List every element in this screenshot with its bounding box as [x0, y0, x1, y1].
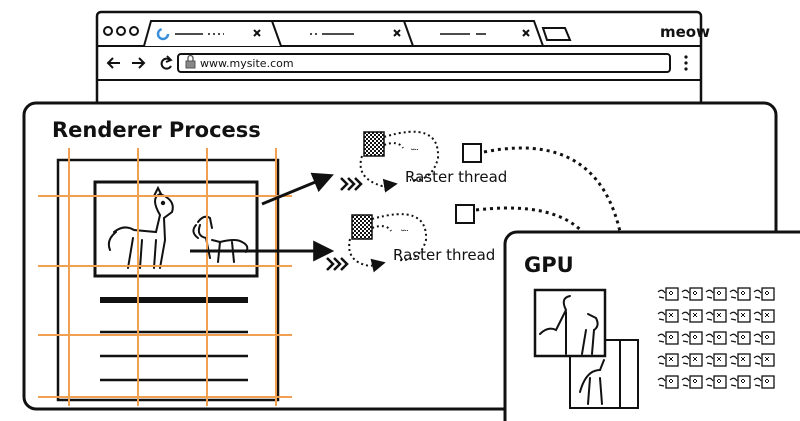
raster-tile-icon	[681, 375, 703, 389]
raster-tile-icon	[657, 309, 679, 323]
raster-tile-icon	[657, 331, 679, 345]
window-control-icon[interactable]	[103, 26, 139, 36]
raster-tile-icon	[681, 287, 703, 301]
page-layout	[56, 158, 280, 402]
gpu-tile-grid	[657, 287, 775, 389]
forward-arrow-icon[interactable]	[132, 57, 146, 69]
tab-1[interactable]	[143, 20, 282, 47]
raster-tile-icon	[729, 287, 751, 301]
raster-output-square	[455, 204, 475, 224]
tile-arrow	[261, 172, 334, 206]
renderer-title: Renderer Process	[52, 118, 261, 142]
menu-dots-icon[interactable]	[684, 55, 688, 71]
close-icon[interactable]	[253, 29, 261, 37]
raster-thread-2: ˘ ̈ Raster thread	[326, 204, 495, 273]
raster-thread-label: Raster thread	[393, 246, 495, 264]
new-tab-button[interactable]	[541, 27, 572, 41]
raster-tile-icon	[681, 331, 703, 345]
reload-icon[interactable]	[160, 55, 173, 70]
raster-tile-icon	[753, 287, 775, 301]
lock-icon	[185, 54, 196, 69]
raster-tile-icon	[705, 287, 727, 301]
raster-tile-icon	[753, 331, 775, 345]
raster-tile-icon	[705, 353, 727, 367]
browser-brand: meow	[660, 23, 710, 41]
gpu-title: GPU	[524, 253, 574, 277]
raster-tile-icon	[729, 353, 751, 367]
raster-tile-icon	[729, 331, 751, 345]
raster-tile-icon	[657, 287, 679, 301]
raster-output-square	[462, 143, 482, 163]
address-url: www.mysite.com	[200, 57, 294, 70]
tile-bitmap-icon	[351, 214, 373, 240]
raster-tile-icon	[681, 353, 703, 367]
raster-tile-icon	[657, 353, 679, 367]
tile-grid-lines	[38, 148, 292, 406]
svg-text:˘ ̈: ˘ ̈	[410, 147, 419, 160]
thread-chevrons-icon	[326, 257, 349, 271]
close-icon[interactable]	[393, 29, 401, 37]
raster-tile-icon	[705, 309, 727, 323]
close-icon[interactable]	[522, 29, 530, 37]
tile-bitmap-icon	[363, 131, 385, 157]
raster-tile-icon	[753, 353, 775, 367]
raster-thread-label: Raster thread	[405, 168, 507, 186]
raster-tile-icon	[657, 375, 679, 389]
raster-tile-icon	[753, 309, 775, 323]
raster-tile-icon	[729, 309, 751, 323]
browser-window: meow www.mysite.com	[95, 10, 710, 124]
horse-illustration	[107, 185, 174, 269]
gpu-tile-front	[533, 288, 607, 358]
back-arrow-icon[interactable]	[106, 57, 120, 69]
raster-tile-icon	[705, 331, 727, 345]
raster-tile-icon	[681, 309, 703, 323]
loading-spinner-icon	[156, 27, 170, 41]
gpu-box: GPU	[503, 230, 800, 421]
raster-tile-icon	[753, 375, 775, 389]
thread-chevrons-icon	[340, 177, 363, 191]
raster-tile-icon	[705, 375, 727, 389]
svg-text:˘ ̈: ˘ ̈	[400, 228, 409, 241]
upload-arrow	[475, 206, 612, 285]
raster-tile-icon	[729, 375, 751, 389]
address-bar[interactable]	[177, 53, 671, 73]
tab-3[interactable]	[404, 20, 544, 47]
raster-thread-1: ˘ ̈ Raster thread	[340, 130, 507, 193]
